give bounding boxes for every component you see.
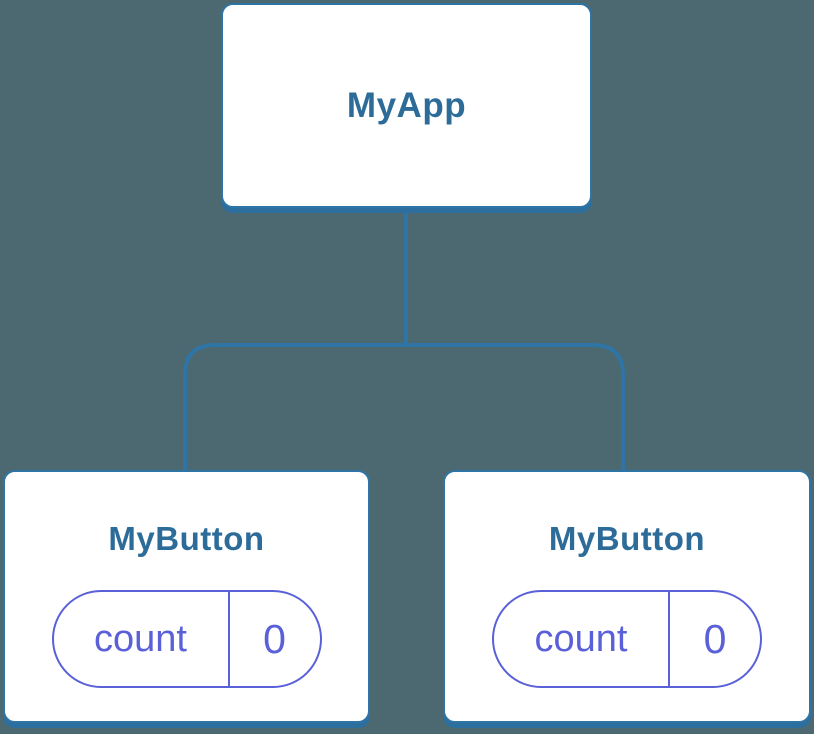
state-pill: count 0 bbox=[51, 590, 322, 688]
node-mybutton-1-label: MyButton bbox=[108, 520, 265, 557]
state-name: count bbox=[94, 617, 187, 660]
state-value: 0 bbox=[227, 592, 320, 686]
node-myapp-label: MyApp bbox=[346, 85, 467, 125]
node-myapp: MyApp bbox=[221, 3, 592, 208]
state-value: 0 bbox=[668, 592, 760, 686]
node-mybutton-1: MyButton count 0 bbox=[3, 470, 370, 723]
node-mybutton-2: MyButton count 0 bbox=[443, 470, 811, 723]
branch-bracket-line bbox=[183, 343, 625, 471]
state-name: count bbox=[534, 617, 628, 660]
node-mybutton-2-label: MyButton bbox=[548, 520, 706, 557]
state-pill: count 0 bbox=[492, 590, 762, 688]
